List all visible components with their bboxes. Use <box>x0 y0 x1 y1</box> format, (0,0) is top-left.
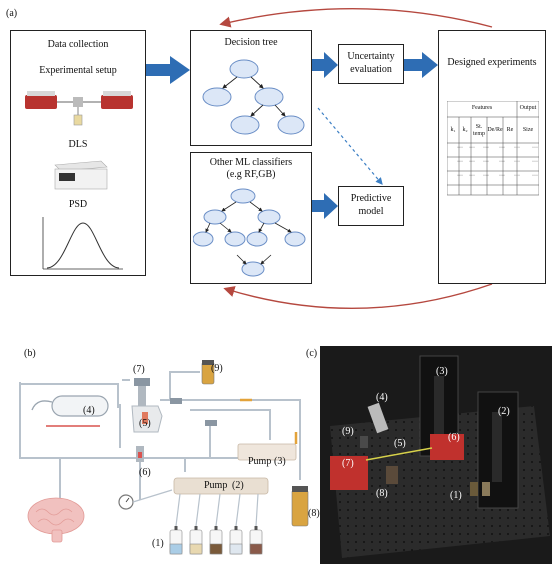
b-label-4: (4) <box>83 405 95 416</box>
brain-icon <box>27 497 85 543</box>
design-table <box>447 101 539 196</box>
table-col-st: St. <box>475 124 483 130</box>
table-cell: ··· <box>514 159 520 165</box>
uncertainty-line1: Uncertainty <box>347 51 395 62</box>
panel-c-label: (c) <box>306 348 318 359</box>
table-cell: ··· <box>514 145 520 151</box>
data-collection-title: Data collection <box>47 39 109 50</box>
pump-3-box <box>237 443 297 461</box>
decision-tree-title: Decision tree <box>224 37 278 48</box>
b-pump2-label: Pump <box>204 480 228 491</box>
designed-experiments-title: Designed experiments <box>447 57 537 68</box>
c-label-4: (4) <box>376 392 388 403</box>
table-cell: ··· <box>514 173 520 179</box>
b-label-7: (7) <box>133 364 145 375</box>
psd-label: PSD <box>68 199 88 210</box>
uncertainty-line2: evaluation <box>350 64 392 75</box>
c-label-3: (3) <box>436 366 448 377</box>
b-label-6: (6) <box>139 467 151 478</box>
table-col-temp: temp <box>473 131 485 137</box>
b-label-5: (5) <box>139 418 151 429</box>
table-output-header: Output <box>519 105 537 111</box>
setup-photo-drawing <box>320 346 552 564</box>
bottom-feedback-curve <box>223 283 493 310</box>
dashed-arrow <box>317 107 383 185</box>
table-cell: ··· <box>483 159 489 165</box>
arrow-to-uncertainty <box>312 52 338 78</box>
table-col-k1: k₁ <box>450 127 456 133</box>
arrow-to-decision-tree <box>146 56 190 84</box>
other-ml-box: Other ML classifiers (e.g RF,GB) <box>190 152 312 284</box>
reactor-4 <box>51 395 109 417</box>
c-label-7: (7) <box>342 458 354 469</box>
table-cell: ··· <box>457 145 463 151</box>
table-cell: ··· <box>499 173 505 179</box>
pump-2-box <box>173 477 269 495</box>
table-cell: ··· <box>457 173 463 179</box>
b-label-8: (8) <box>308 508 320 519</box>
predictive-model-box: Predictive model <box>338 186 404 226</box>
dls-label: DLS <box>68 139 88 150</box>
other-ml-title: Other ML classifiers <box>209 157 293 168</box>
table-cell: ··· <box>469 159 475 165</box>
c-label-8: (8) <box>376 488 388 499</box>
b-pump3-label: Pump <box>248 456 272 467</box>
table-cell: ··· <box>499 145 505 151</box>
c-label-9: (9) <box>342 426 354 437</box>
table-cell: ··· <box>532 159 538 165</box>
predictive-line2: model <box>358 206 384 217</box>
ensemble-tree-diagram <box>193 188 306 277</box>
table-cell: ··· <box>483 173 489 179</box>
b-label-1: (1) <box>152 538 164 549</box>
table-col-dere: De/Re <box>487 127 503 133</box>
c-label-6: (6) <box>448 432 460 443</box>
table-col-k2: k₂ <box>462 127 468 133</box>
b-label-3: (3) <box>274 456 286 467</box>
panel-b-label: (b) <box>24 348 36 359</box>
designed-experiments-box: Designed experiments Features Output k₁ … <box>438 30 546 284</box>
other-ml-subtitle: (e.g RF,GB) <box>226 169 276 180</box>
c-label-5: (5) <box>394 438 406 449</box>
table-cell: ··· <box>483 145 489 151</box>
table-cell: ··· <box>469 145 475 151</box>
table-cell: ··· <box>499 159 505 165</box>
b-label-9: (9) <box>211 363 223 374</box>
b-label-2: (2) <box>232 480 244 491</box>
table-cell: ··· <box>457 159 463 165</box>
c-label-1: (1) <box>450 490 462 501</box>
data-collection-box: Data collection Experimental setup DLS P… <box>10 30 146 276</box>
panel-a-label: (a) <box>6 8 18 19</box>
table-cell: ··· <box>469 173 475 179</box>
table-features-header: Features <box>471 105 493 111</box>
psd-plot-illustration <box>42 217 123 270</box>
predictive-line1: Predictive <box>350 193 392 204</box>
top-feedback-curve <box>219 8 493 28</box>
dls-instrument-illustration <box>54 160 108 190</box>
table-col-re: Re <box>506 127 514 133</box>
decision-tree-box: Decision tree <box>190 30 312 146</box>
setup-photo <box>320 346 552 564</box>
table-col-size: Size <box>522 127 534 133</box>
decision-tree-diagram <box>202 59 305 135</box>
flow-schematic <box>19 360 309 555</box>
table-cell: ··· <box>532 173 538 179</box>
experimental-setup-label: Experimental setup <box>39 65 117 76</box>
table-cell: ··· <box>532 145 538 151</box>
arrow-to-designed <box>404 52 438 78</box>
experimental-setup-illustration <box>25 91 133 126</box>
c-label-2: (2) <box>498 406 510 417</box>
uncertainty-box: Uncertainty evaluation <box>338 44 404 84</box>
arrow-to-predictive <box>312 193 338 219</box>
